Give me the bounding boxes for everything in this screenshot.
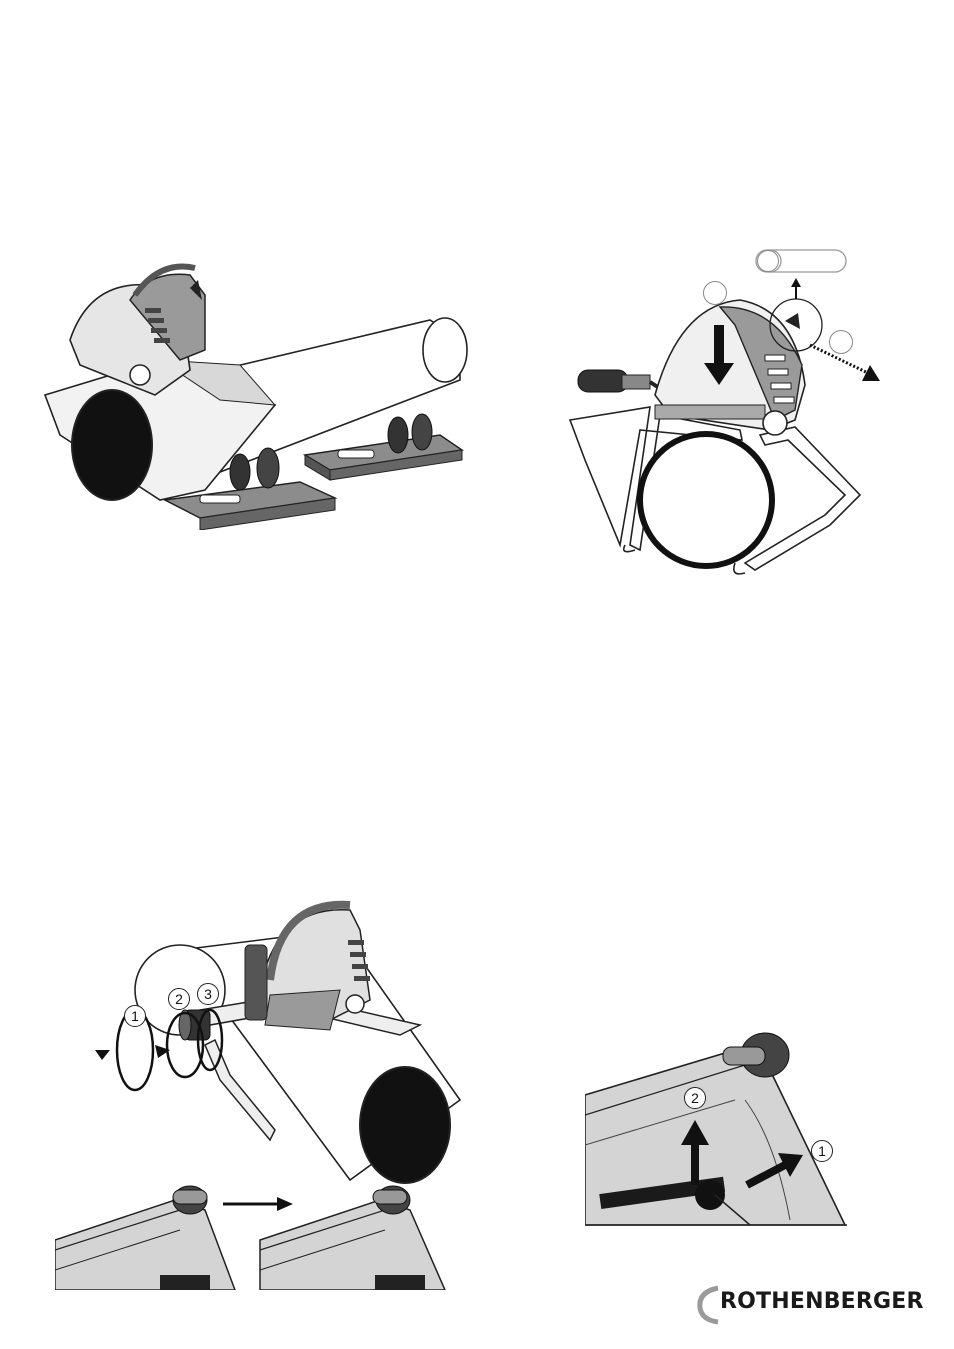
pipe-end	[360, 1067, 450, 1183]
logo-swoosh-icon	[692, 1284, 722, 1326]
step-label-b	[757, 250, 779, 272]
pipe-end	[72, 390, 152, 500]
brand-logo: ROTHENBERGER	[692, 1284, 922, 1326]
detail-after	[260, 1186, 445, 1290]
step-label-1: 1	[811, 1140, 833, 1162]
step-label-2: 2	[684, 1087, 706, 1109]
brand-name: ROTHENBERGER	[720, 1289, 924, 1314]
step-label-3: 3	[197, 983, 219, 1005]
step-label-a	[703, 281, 727, 305]
arrow-up	[791, 278, 801, 299]
step-label-2: 2	[168, 988, 190, 1010]
step-label-1: 1	[124, 1005, 146, 1027]
detail-before	[55, 1186, 235, 1290]
transition-arrow	[223, 1197, 293, 1211]
figure-blade-lock-detail	[585, 1025, 855, 1230]
saw-housing-detail	[585, 1050, 847, 1225]
figure-chain-tensioning	[90, 900, 470, 1190]
saw-body	[245, 905, 370, 1030]
pipe-section	[640, 434, 772, 566]
figure-saw-on-pipe	[40, 260, 480, 530]
step-label-c	[829, 330, 853, 354]
figure-before-after-detail	[55, 1185, 450, 1290]
tension-knob	[179, 1010, 210, 1040]
